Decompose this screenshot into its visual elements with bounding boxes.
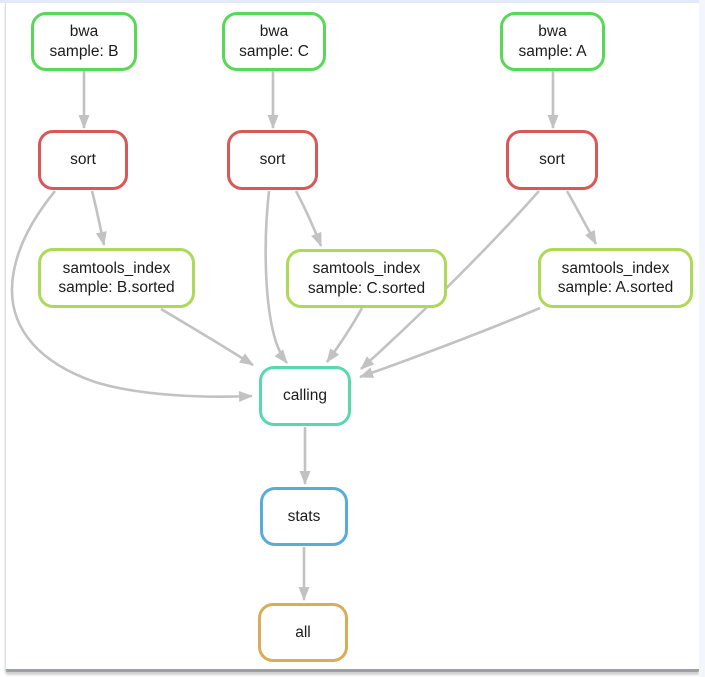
node-sort-c: sort bbox=[227, 130, 318, 190]
node-label: sort bbox=[539, 151, 565, 169]
node-label: bwa bbox=[259, 23, 289, 40]
node-sort-b: sort bbox=[38, 130, 128, 190]
node-label: calling bbox=[283, 387, 327, 405]
node-label: sample: C bbox=[239, 42, 309, 60]
node-bwa-sample-b: bwa sample: B bbox=[31, 12, 137, 71]
window-frame-right bbox=[699, 0, 705, 677]
node-stats: stats bbox=[260, 487, 348, 546]
node-label: bwa bbox=[69, 23, 99, 40]
edge-samtools-index-a-to-calling bbox=[359, 306, 541, 379]
node-calling: calling bbox=[259, 366, 351, 426]
node-label: samtools_index bbox=[312, 260, 421, 277]
window-frame-top bbox=[0, 0, 705, 3]
node-label: sample: B bbox=[49, 42, 119, 60]
edge-sort-b-to-calling bbox=[10, 190, 253, 403]
node-sort-a: sort bbox=[506, 130, 598, 190]
node-label: bwa bbox=[538, 23, 567, 40]
node-samtools-index-a: samtools_index sample: A.sorted bbox=[538, 248, 693, 308]
node-label: sort bbox=[259, 151, 286, 169]
canvas-panel bbox=[5, 3, 700, 672]
edge-sort-c-to-samtools-index-c bbox=[294, 190, 323, 247]
node-label: samtools_index bbox=[62, 259, 171, 277]
node-label: stats bbox=[287, 507, 321, 525]
node-bwa-sample-a: bwa sample: A bbox=[500, 12, 605, 71]
node-label: all bbox=[295, 623, 311, 641]
node-label: sample: C.sorted bbox=[307, 279, 426, 297]
edge-samtools-index-c-to-calling bbox=[325, 307, 364, 363]
node-all: all bbox=[258, 603, 348, 662]
edge-sort-a-to-calling bbox=[360, 190, 540, 370]
edge-sort-a-to-samtools-index-a bbox=[565, 190, 598, 245]
node-samtools-index-c: samtools_index sample: C.sorted bbox=[286, 249, 447, 308]
node-label: sample: A.sorted bbox=[557, 279, 674, 296]
node-label: sample: B.sorted bbox=[58, 279, 175, 296]
node-samtools-index-b: samtools_index sample: B.sorted bbox=[38, 248, 195, 308]
edge-samtools-index-b-to-calling bbox=[160, 307, 254, 367]
node-label: sample: A bbox=[518, 42, 587, 60]
node-label: samtools_index bbox=[561, 259, 670, 277]
node-bwa-sample-c: bwa sample: C bbox=[222, 12, 326, 71]
edge-sort-c-to-calling bbox=[264, 190, 289, 364]
edge-sort-b-to-samtools-index-b bbox=[90, 190, 107, 246]
node-label: sort bbox=[70, 151, 96, 169]
